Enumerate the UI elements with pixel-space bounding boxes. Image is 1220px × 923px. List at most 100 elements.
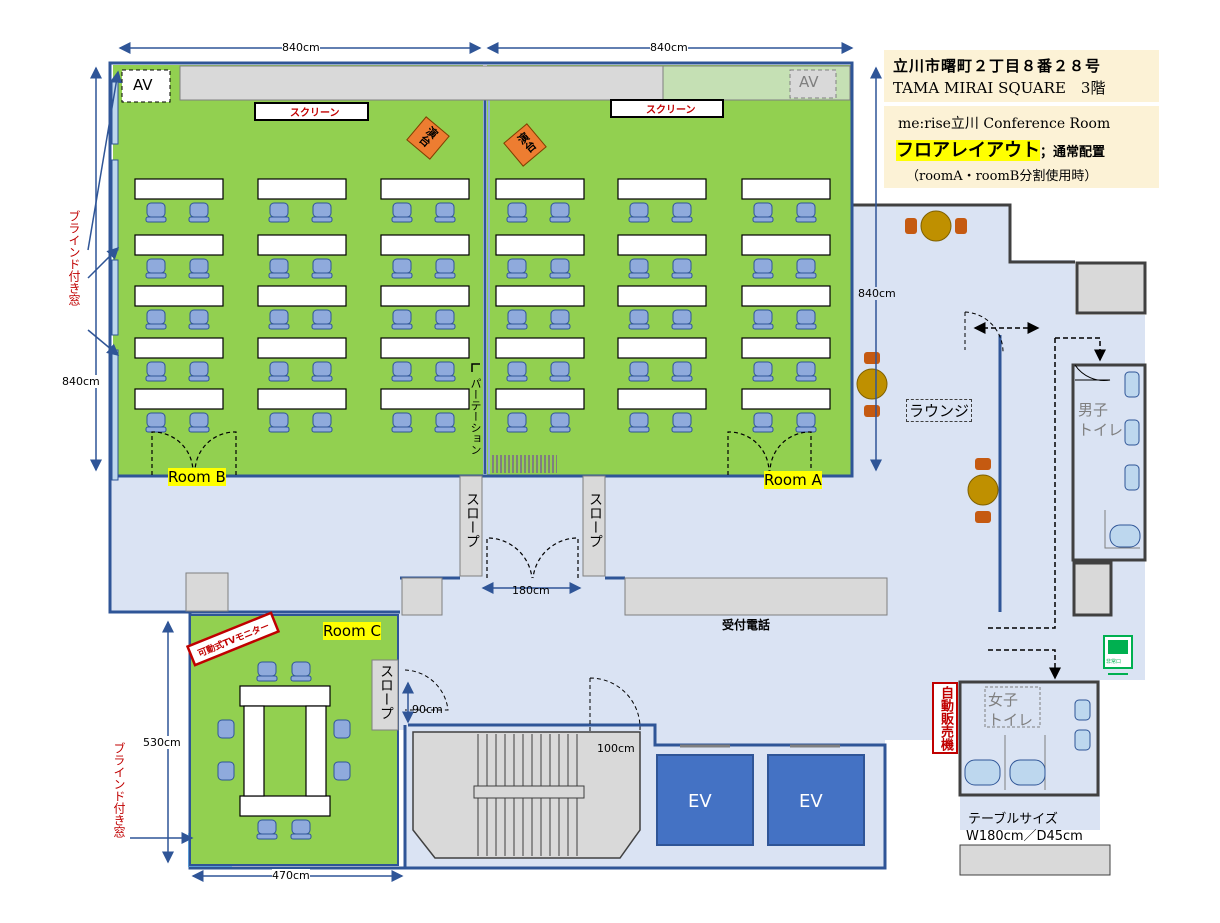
class-table [495, 285, 585, 307]
venue-line: me:rise立川 Conference Room [898, 116, 1111, 132]
chair [795, 412, 817, 433]
class-table [741, 178, 831, 200]
room-c-chairs [217, 661, 351, 840]
slope-label-right: スロープ [587, 492, 603, 548]
chair [268, 258, 290, 279]
class-table [380, 178, 470, 200]
chair [145, 202, 167, 223]
chair [188, 412, 210, 433]
chair [506, 361, 528, 382]
class-table [257, 178, 347, 200]
dim-stair-door: 100cm [597, 742, 635, 755]
class-table [617, 388, 707, 410]
chair [506, 258, 528, 279]
blind-window-label-left: ブラインド付き窓 [67, 210, 81, 306]
chair [217, 719, 235, 739]
class-table [741, 388, 831, 410]
class-table [134, 234, 224, 256]
chair [391, 309, 413, 330]
dim-left: 840cm [62, 375, 100, 388]
class-table [617, 178, 707, 200]
chair [311, 412, 333, 433]
chair [145, 361, 167, 382]
av-label-left: AV [133, 76, 153, 94]
chair [188, 309, 210, 330]
table-size-title: テーブルサイズ [968, 812, 1058, 827]
class-tables [134, 178, 831, 433]
chair [145, 412, 167, 433]
chair [268, 309, 290, 330]
class-table [380, 234, 470, 256]
av-box-left [121, 69, 171, 103]
chair [333, 761, 351, 781]
room-c-tables [239, 685, 331, 817]
class-table [134, 337, 224, 359]
chair [752, 258, 774, 279]
class-table [495, 388, 585, 410]
class-table [380, 388, 470, 410]
chair [795, 309, 817, 330]
layout-title-wrap: フロアレイアウト；通常配置 [896, 136, 1105, 162]
chair [217, 761, 235, 781]
chair [628, 258, 650, 279]
class-table [617, 234, 707, 256]
chair [671, 361, 693, 382]
av-box-right [789, 69, 837, 99]
chair [311, 309, 333, 330]
class-table [495, 337, 585, 359]
chair [752, 361, 774, 382]
chair [268, 361, 290, 382]
chair [311, 361, 333, 382]
mens-toilet-label: 男子 トイレ [1078, 400, 1123, 440]
chair [145, 309, 167, 330]
room-c-label: Room C [323, 622, 381, 640]
chair [188, 361, 210, 382]
chair [333, 719, 351, 739]
chair [311, 258, 333, 279]
dim-right: 840cm [858, 287, 896, 300]
chair [188, 258, 210, 279]
chair [391, 258, 413, 279]
table-size-value: W180cm／D45cm [966, 829, 1083, 844]
vending-machine [932, 682, 958, 754]
chair [549, 412, 571, 433]
pillar-center [401, 577, 443, 616]
slope-right [582, 475, 606, 577]
class-table [495, 178, 585, 200]
chair [671, 309, 693, 330]
chair [549, 258, 571, 279]
screen-label-right: スクリーン [646, 105, 696, 116]
womens-toilet-label: 女子 トイレ [988, 690, 1033, 730]
outer-wall-right [850, 203, 1075, 264]
class-table [257, 337, 347, 359]
chair [628, 202, 650, 223]
blind-windows-left [111, 81, 119, 481]
screen-left [254, 102, 369, 121]
pillar-left [185, 572, 229, 612]
chair [391, 361, 413, 382]
chair [506, 202, 528, 223]
layout-title: フロアレイアウト [896, 140, 1040, 161]
class-table [134, 178, 224, 200]
address-box [884, 50, 1159, 102]
dim-top-right: 840cm [650, 41, 688, 54]
chair [188, 202, 210, 223]
chair [391, 202, 413, 223]
class-table [134, 388, 224, 410]
dim-room-c-width: 470cm [272, 869, 310, 882]
building-line: TAMA MIRAI SQUARE 3階 [893, 79, 1106, 97]
chair [671, 202, 693, 223]
chair [671, 258, 693, 279]
chair [752, 412, 774, 433]
dim-room-c-height: 530cm [143, 736, 181, 749]
class-table [257, 285, 347, 307]
chair [268, 202, 290, 223]
dim-slope-c: 90cm [412, 703, 443, 716]
chair [549, 202, 571, 223]
slope-room-c [371, 659, 399, 731]
chair [311, 202, 333, 223]
av-label-right: AV [799, 73, 819, 91]
chair [795, 202, 817, 223]
chair [434, 258, 456, 279]
